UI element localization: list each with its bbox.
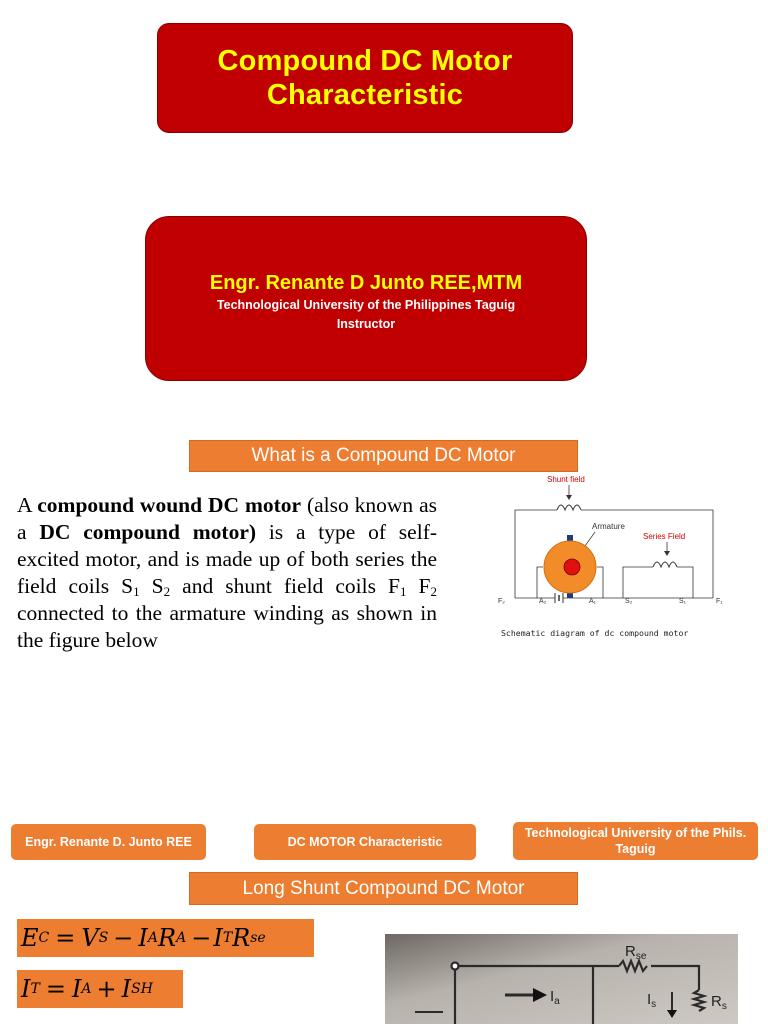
photo-paper — [385, 934, 738, 1024]
terminal-s2: S₂ — [625, 598, 633, 605]
photo-arrowhead — [533, 988, 547, 1002]
svg-text:Is: Is — [647, 991, 656, 1010]
subscript: 1 — [399, 584, 407, 599]
shunt-coil — [556, 504, 582, 512]
brush-bottom — [567, 590, 573, 598]
subscript: 2 — [430, 584, 437, 599]
eq-equals: = — [45, 975, 66, 1003]
eq-plus: + — [96, 975, 117, 1003]
photo-label-ish-sub: s — [651, 999, 656, 1010]
footer-topic-tag: DC MOTOR Characteristic — [254, 824, 476, 860]
long-shunt-circuit-photo: Rse Ia Is Rs — [385, 934, 738, 1024]
eq-var: I — [138, 924, 148, 952]
shunt-field-label: Shunt field — [547, 475, 585, 484]
eq-var: R — [158, 924, 177, 952]
eq-var: I — [213, 924, 223, 952]
armature-pointer — [584, 531, 596, 547]
photo-label-rsh-sub: s — [722, 1001, 727, 1012]
eq-var: E — [21, 924, 39, 952]
author-role: Instructor — [336, 316, 396, 331]
eq-equals: = — [55, 924, 76, 952]
photo-ish-arrowhead — [667, 1010, 677, 1018]
terminal-a2: A₂ — [539, 598, 547, 605]
photo-label-ia-sub: a — [554, 996, 560, 1007]
svg-text:Rse: Rse — [625, 943, 647, 962]
section-heading-long-shunt: Long Shunt Compound DC Motor — [189, 872, 578, 905]
photo-label-ish: I — [647, 991, 651, 1008]
subscript: 1 — [133, 584, 140, 599]
photo-label-rsh: R — [711, 993, 722, 1010]
eq-minus: − — [113, 924, 134, 952]
terminal-a1: A₁ — [589, 598, 597, 605]
text-bold: DC compound motor) — [39, 520, 257, 544]
text-run: A — [17, 493, 38, 517]
wire-s2 — [622, 566, 653, 598]
text-run: S — [139, 574, 164, 598]
photo-label-ia: I — [550, 988, 554, 1005]
text-run: F — [406, 574, 431, 598]
section-heading-compound: What is a Compound DC Motor — [189, 440, 578, 472]
wire-s1 — [677, 566, 694, 598]
wire-a2 — [536, 566, 543, 598]
title-box: Compound DC Motor Characteristic — [157, 23, 573, 133]
svg-text:Rs: Rs — [711, 993, 727, 1012]
brush-top — [567, 535, 573, 543]
eq-minus: − — [191, 924, 212, 952]
terminal-f1: F₁ — [716, 598, 723, 605]
armature-label: Armature — [592, 522, 625, 531]
diagram-caption: Schematic diagram of dc compound motor — [501, 628, 688, 638]
photo-wire-right — [651, 964, 701, 990]
wire-a1 — [597, 566, 604, 598]
circuit-sketch: Rse Ia Is Rs — [385, 934, 738, 1024]
text-run: is a type of self-excited motor, and is … — [17, 520, 438, 598]
photo-label-rse: R — [625, 943, 636, 960]
footer-university-tag: Technological University of the Phils. T… — [513, 822, 758, 860]
text-run: and shunt field coils F — [170, 574, 400, 598]
author-name: Engr. Renante D Junto REE,MTM — [209, 271, 523, 294]
author-institution: Technological University of the Philippi… — [216, 297, 516, 312]
footer-author-tag: Engr. Renante D. Junto REE — [11, 824, 206, 860]
armature-shaft — [563, 558, 581, 576]
photo-label-rse-sub: se — [636, 951, 647, 962]
eq-var: I — [121, 975, 132, 1003]
subscript: 2 — [163, 584, 171, 599]
series-coil — [652, 561, 678, 569]
photo-shunt-resistor — [690, 989, 708, 1012]
compound-motor-schematic: Shunt field Armature Series Field F₂ — [498, 475, 723, 638]
wire-top-right — [581, 509, 714, 598]
series-field-label: Series Field — [643, 532, 685, 541]
terminal-f2: F₂ — [498, 598, 505, 605]
title-line-2: Characteristic — [266, 79, 464, 111]
series-arrowhead — [664, 551, 670, 556]
title-line-1: Compound DC Motor — [217, 45, 513, 77]
eq-var: V — [81, 924, 99, 952]
eq-var: R — [232, 924, 251, 952]
svg-text:Ia: Ia — [550, 988, 560, 1007]
eq-var: I — [21, 975, 31, 1003]
wire-top-left — [514, 509, 557, 598]
body-paragraph: A compound wound DC motor (also known as… — [17, 492, 437, 654]
text-run: connected to the armature winding as sho… — [17, 601, 437, 652]
terminal-s1: S₁ — [679, 598, 687, 605]
photo-node — [450, 961, 460, 971]
text-run: (also known as a — [17, 493, 437, 544]
text-bold: compound wound DC motor — [37, 493, 302, 517]
author-box: Engr. Renante D Junto REE,MTM Technologi… — [145, 216, 587, 381]
eq-var: I — [71, 975, 82, 1003]
shunt-arrowhead — [566, 495, 572, 500]
photo-series-resistor — [618, 958, 648, 974]
